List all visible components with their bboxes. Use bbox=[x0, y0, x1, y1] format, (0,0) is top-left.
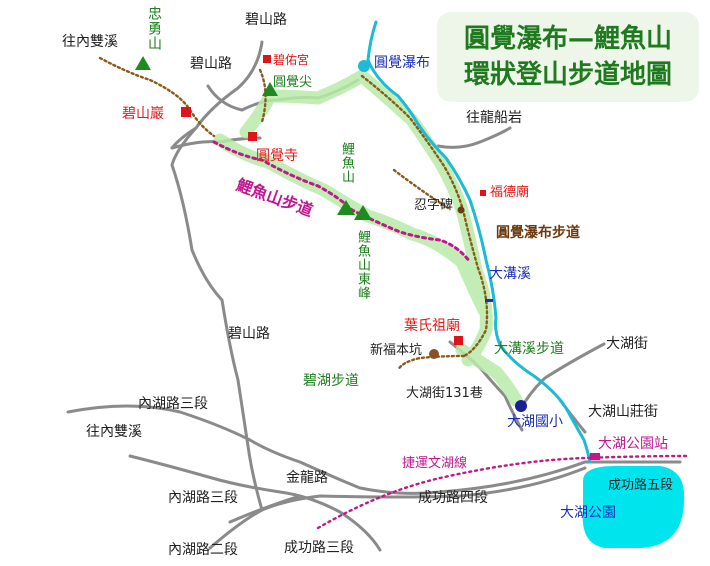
renzi-stele-icon bbox=[457, 206, 465, 214]
neihu-road-3b-label: 內湖路三段 bbox=[168, 490, 238, 506]
dahu-villa-street-label: 大湖山莊街 bbox=[588, 404, 658, 420]
liyu-east-peak-label: 鯉魚山東峰 bbox=[355, 230, 370, 300]
zhongyong-label: 忠勇山 bbox=[146, 6, 162, 51]
yuanjue-temple-icon bbox=[248, 132, 257, 141]
renzi-stele-label: 忍字碑 bbox=[414, 198, 454, 213]
bridge-icon bbox=[485, 299, 493, 302]
peak-markers bbox=[135, 56, 372, 220]
xinfu-pit-label: 新福本坑 bbox=[370, 343, 423, 358]
chenggong-road-3-label: 成功路三段 bbox=[284, 540, 354, 556]
yuanjue-peak-icon bbox=[262, 82, 278, 96]
neihu-road-lower bbox=[128, 454, 382, 552]
to-longchuan-label: 往龍船岩 bbox=[466, 110, 522, 126]
liyu-peak-icon bbox=[337, 200, 355, 215]
jinlong-road-label: 金龍路 bbox=[286, 470, 328, 486]
to-neishuangxi-top-label: 往內雙溪 bbox=[62, 34, 118, 50]
yuanjue-peak-label: 圓覺尖 bbox=[273, 75, 313, 90]
road-to-longchuan bbox=[436, 126, 512, 149]
biyou-temple-icon bbox=[263, 55, 271, 63]
fude-temple-label: 福德廟 bbox=[490, 185, 530, 200]
to-neishuangxi-low-label: 往內雙溪 bbox=[86, 424, 142, 440]
dahu-street bbox=[518, 342, 606, 412]
falls-pool bbox=[358, 60, 370, 72]
bishan-rock-label: 碧山巖 bbox=[122, 106, 164, 122]
yuanjue-temple-label: 圓覺寺 bbox=[256, 148, 298, 164]
dahu-park-station-label: 大湖公園站 bbox=[598, 436, 668, 452]
ye-temple-icon bbox=[454, 336, 463, 345]
chenggong-road bbox=[208, 466, 587, 550]
temple-markers bbox=[181, 55, 486, 345]
dahu-school-icon bbox=[515, 400, 527, 412]
neihu-road-3-label: 內湖路三段 bbox=[138, 396, 208, 412]
dahu-st-131-label: 大湖街131巷 bbox=[406, 386, 483, 401]
fude-temple-icon bbox=[480, 190, 486, 196]
neihu-road-upper bbox=[66, 404, 682, 495]
neihu-road-2-label: 內湖路二段 bbox=[168, 542, 238, 558]
dahu-park-label: 大湖公園 bbox=[560, 505, 616, 521]
bishan-road-mid-label: 碧山路 bbox=[190, 56, 232, 72]
mrt-line-label: 捷運文湖線 bbox=[402, 456, 468, 471]
liyu-mountain-label: 鯉魚山 bbox=[339, 142, 354, 184]
title-line-1: 圓覺瀑布—鯉魚山 bbox=[463, 24, 672, 54]
xinfu-pit-icon bbox=[429, 349, 439, 359]
bishan-road-main bbox=[170, 40, 264, 512]
bihu-trail-label: 碧湖步道 bbox=[303, 373, 359, 389]
mrt-wenhu-line bbox=[316, 454, 688, 530]
jinlong-road bbox=[228, 494, 302, 524]
river bbox=[366, 20, 592, 464]
zhongyong-peak-icon bbox=[135, 56, 151, 70]
dagou-trail-label: 大溝溪步道 bbox=[494, 341, 564, 357]
title-box: 圓覺瀑布—鯉魚山 環狀登山步道地圖 bbox=[437, 12, 699, 102]
dahu-park-lake bbox=[582, 466, 685, 548]
bishan-road-top-label: 碧山路 bbox=[245, 12, 287, 28]
ye-temple-label: 葉氏祖廟 bbox=[404, 318, 460, 334]
title-line-2: 環狀登山步道地圖 bbox=[463, 60, 672, 90]
dahu-park-station-icon bbox=[590, 453, 600, 460]
yuanjue-falls-label: 圓覺瀑布 bbox=[374, 55, 430, 71]
dagou-creek-label: 大溝溪 bbox=[489, 266, 531, 282]
biyou-temple-label: 碧佑宮 bbox=[273, 53, 310, 67]
dahu-school-label: 大湖國小 bbox=[507, 414, 563, 430]
liyu-east-peak-icon bbox=[354, 205, 372, 220]
chenggong-road-5-label: 成功路五段 bbox=[608, 478, 674, 493]
bishan-road-low-label: 碧山路 bbox=[228, 326, 270, 342]
dahu-street-label: 大湖街 bbox=[606, 336, 648, 352]
chenggong-road-4-label: 成功路四段 bbox=[418, 490, 488, 506]
bishan-rock-icon bbox=[181, 107, 191, 117]
yuanjue-trail-label: 圓覺瀑布步道 bbox=[496, 225, 580, 241]
